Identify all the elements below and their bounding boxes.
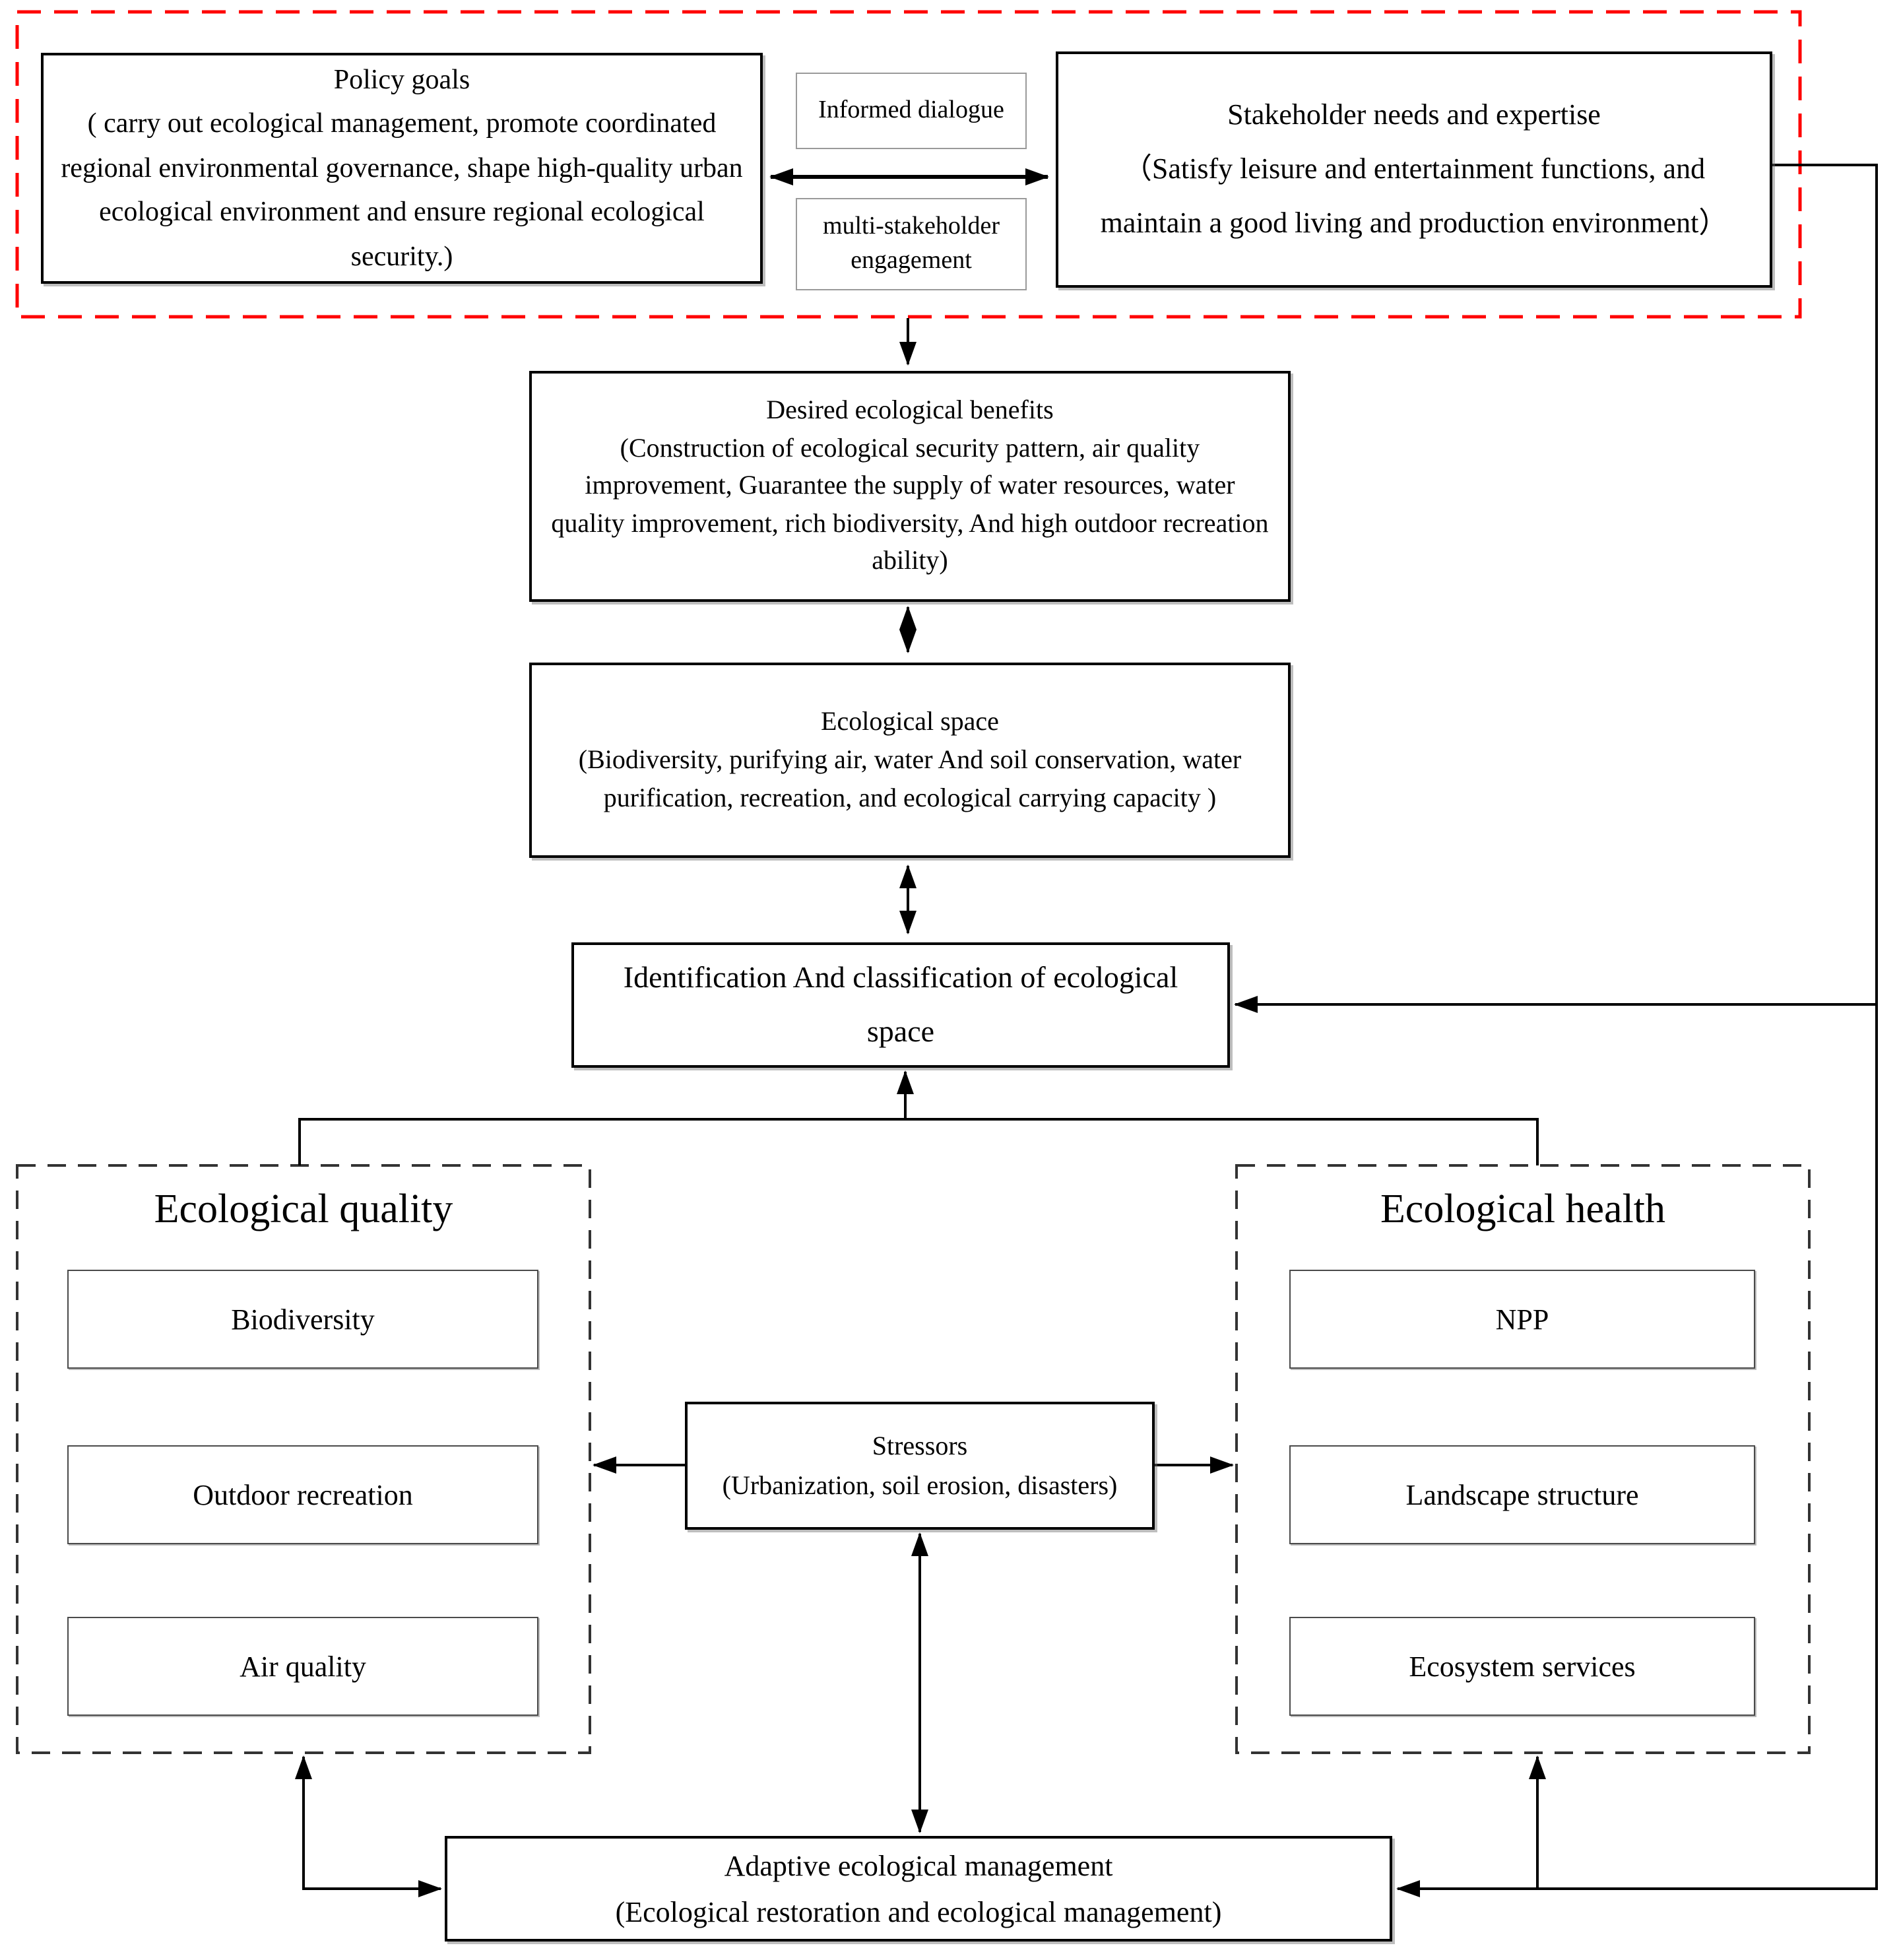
quality-item-biodiversity: Biodiversity bbox=[67, 1270, 538, 1369]
stakeholder-needs-box: Stakeholder needs and expertise （Satisfy… bbox=[1056, 51, 1772, 288]
health-item-landscape-structure: Landscape structure bbox=[1289, 1445, 1755, 1544]
ecological-health-title: Ecological health bbox=[1380, 1185, 1666, 1231]
ecological-quality-panel-border bbox=[16, 1164, 591, 1754]
desired-benefits-title: Desired ecological benefits bbox=[766, 396, 1054, 426]
quality-item-air-quality: Air quality bbox=[67, 1617, 538, 1716]
health-item-npp: NPP bbox=[1289, 1270, 1755, 1369]
policy-goals-body: ( carry out ecological management, promo… bbox=[61, 107, 743, 272]
ecological-space-box: Ecological space (Biodiversity, purifyin… bbox=[529, 663, 1291, 858]
stressors-body: (Urbanization, soil erosion, disasters) bbox=[722, 1471, 1118, 1500]
informed-dialogue-label: Informed dialogue bbox=[818, 96, 1004, 125]
stressors-title: Stressors bbox=[872, 1431, 968, 1460]
desired-benefits-body: (Construction of ecological security pat… bbox=[551, 434, 1269, 576]
desired-benefits-box: Desired ecological benefits (Constructio… bbox=[529, 371, 1291, 602]
stakeholder-needs-body: （Satisfy leisure and entertainment funct… bbox=[1100, 152, 1728, 239]
quality-item-outdoor-recreation: Outdoor recreation bbox=[67, 1445, 538, 1544]
ecological-space-body: (Biodiversity, purifying air, water And … bbox=[578, 745, 1242, 812]
line-stakeholder-right-to-adaptive bbox=[1396, 164, 1878, 1897]
ecological-space-title: Ecological space bbox=[821, 707, 999, 736]
adaptive-management-box: Adaptive ecological management (Ecologic… bbox=[445, 1836, 1392, 1942]
health-item-ecosystem-services: Ecosystem services bbox=[1289, 1617, 1755, 1716]
multi-stakeholder-label: multi-stakeholder engagement bbox=[822, 212, 1000, 275]
stakeholder-needs-title: Stakeholder needs and expertise bbox=[1227, 98, 1601, 131]
adaptive-management-title: Adaptive ecological management bbox=[724, 1848, 1113, 1882]
adaptive-management-body: (Ecological restoration and ecological m… bbox=[615, 1895, 1222, 1928]
policy-goals-title: Policy goals bbox=[333, 63, 470, 95]
identification-box: Identification And classification of eco… bbox=[571, 942, 1230, 1068]
arrow-adaptive-quality-return bbox=[295, 1755, 442, 1897]
stressors-box: Stressors (Urbanization, soil erosion, d… bbox=[685, 1402, 1155, 1530]
ecological-quality-title: Ecological quality bbox=[154, 1185, 453, 1231]
identification-label: Identification And classification of eco… bbox=[623, 961, 1178, 1048]
ecological-health-panel-border bbox=[1235, 1164, 1811, 1754]
line-panels-junction bbox=[298, 1118, 1539, 1165]
multi-stakeholder-box: multi-stakeholder engagement bbox=[796, 198, 1027, 290]
policy-goals-box: Policy goals ( carry out ecological mana… bbox=[41, 53, 763, 284]
informed-dialogue-box: Informed dialogue bbox=[796, 73, 1027, 149]
